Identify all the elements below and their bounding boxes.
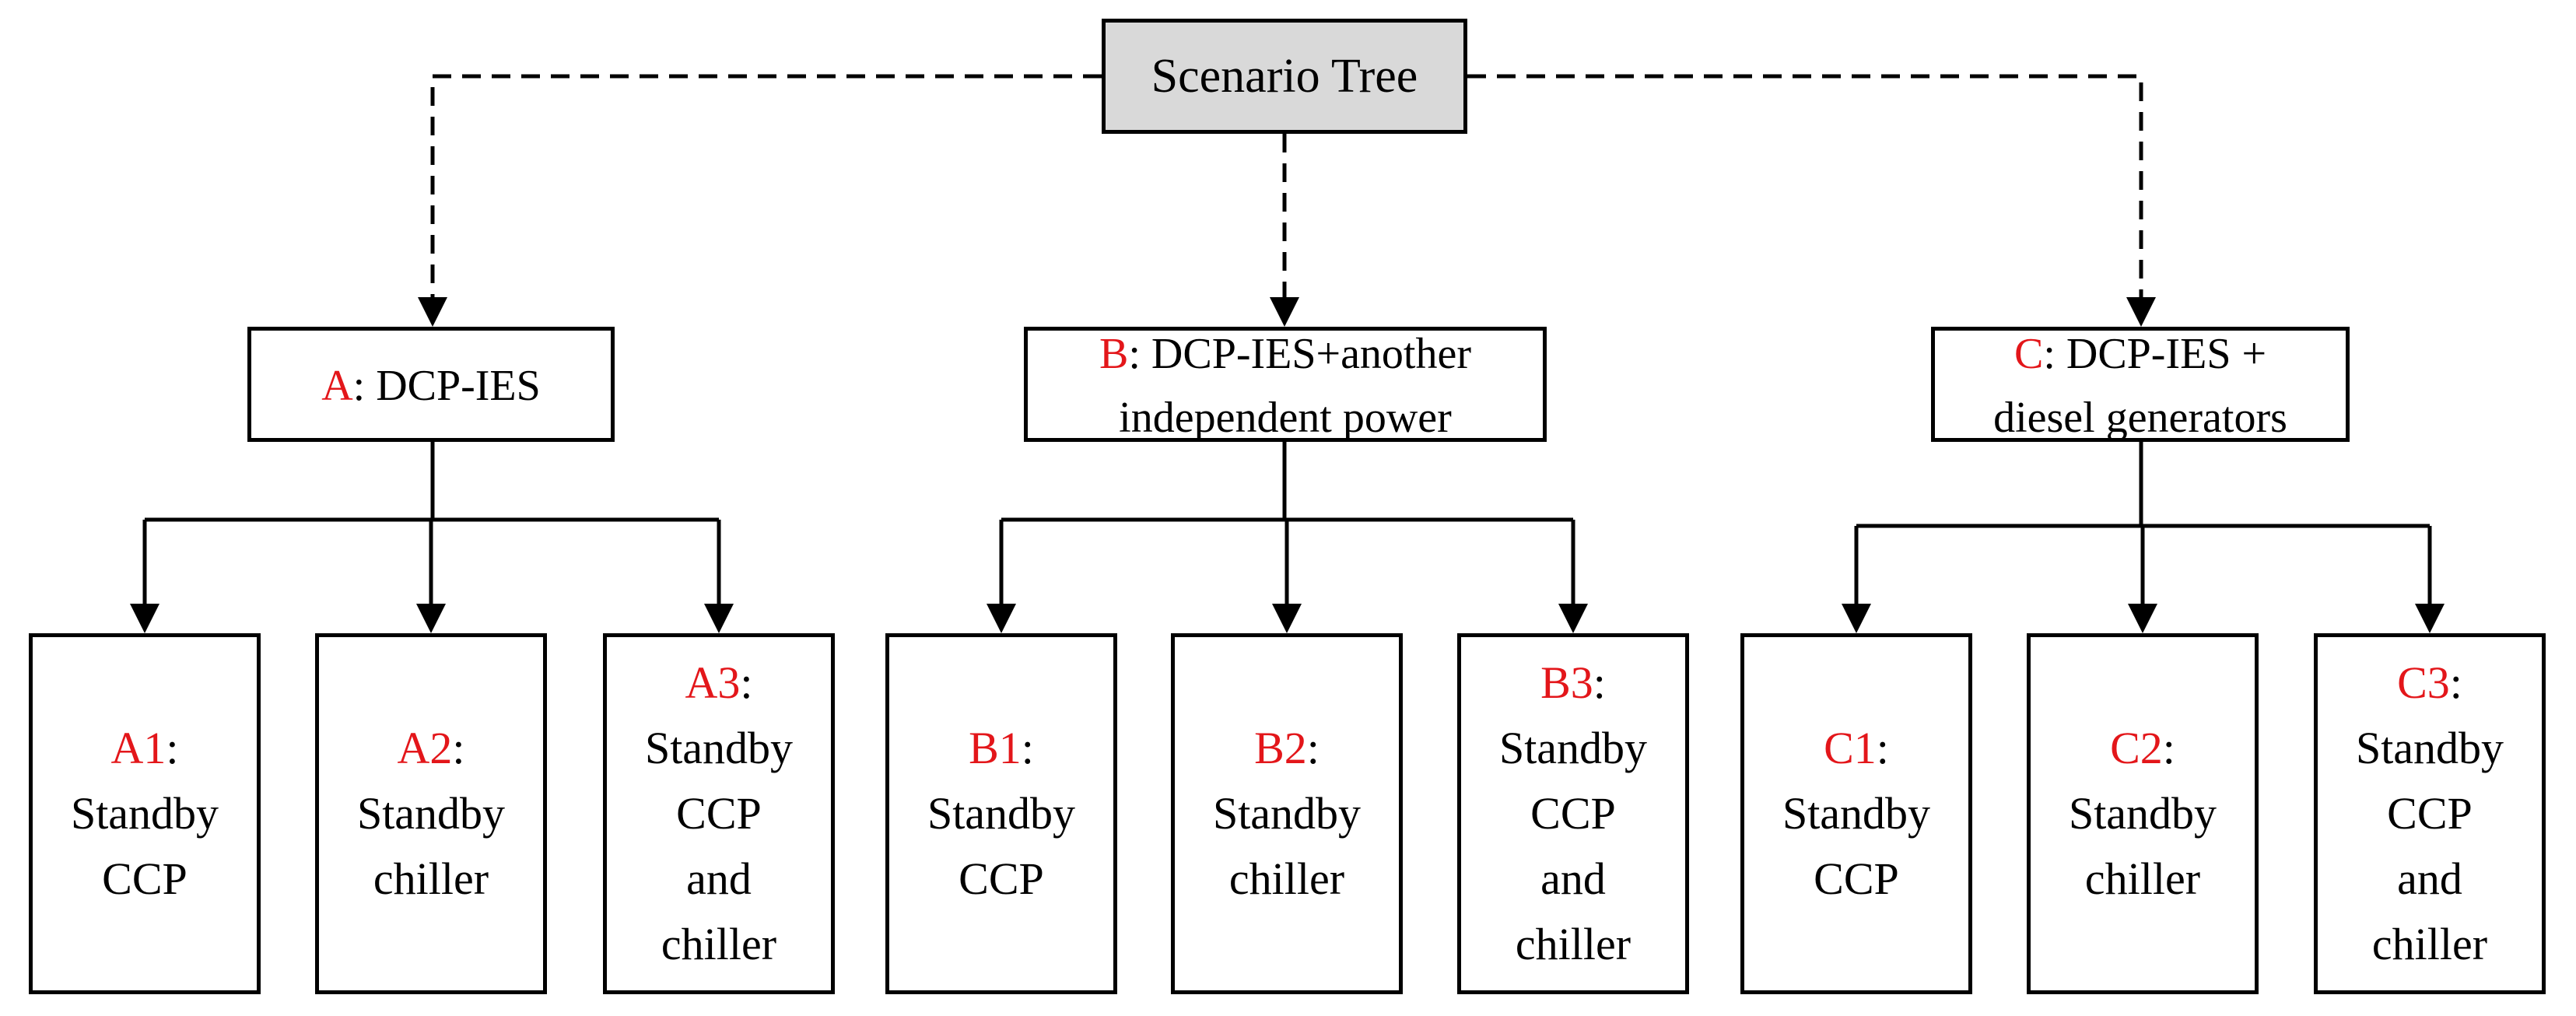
leaf-node-a3: A3: Standby CCP and chiller	[603, 633, 835, 994]
leaf-code: B2	[1254, 723, 1307, 773]
leaf-code: C3	[2397, 657, 2450, 708]
leaf-line: Standby	[2068, 788, 2217, 839]
leaf-node-c1: C1: Standby CCP	[1740, 633, 1972, 994]
leaf-line: chiller	[1228, 853, 1345, 904]
leaf-line: Standby	[1782, 788, 1931, 839]
leaf-line: and	[1540, 853, 1606, 904]
connector-root-to-c	[1467, 74, 2143, 300]
scenario-label-line-2: diesel generators	[1993, 394, 2287, 442]
arrowhead-icon	[418, 297, 447, 327]
leaf-line: Standby	[927, 788, 1076, 839]
leaf-line: and	[686, 853, 752, 904]
arrowhead-icon	[987, 604, 1016, 633]
leaf-node-b3: B3: Standby CCP and chiller	[1457, 633, 1689, 994]
scenario-label-line-2: independent power	[1119, 394, 1452, 442]
connector-root-to-a	[430, 74, 1102, 300]
scenario-label-line-1: : DCP-IES+another	[1128, 330, 1471, 378]
leaf-line: and	[2397, 853, 2462, 904]
arrowhead-icon	[2415, 604, 2445, 633]
arrowhead-icon	[416, 604, 446, 633]
leaf-line: CCP	[959, 853, 1044, 904]
scenario-label: : DCP-IES	[352, 362, 541, 410]
leaf-line: chiller	[661, 919, 777, 969]
leaf-line: chiller	[2371, 919, 2488, 969]
leaf-node-c2: C2: Standby chiller	[2027, 633, 2259, 994]
leaf-node-b2: B2: Standby chiller	[1171, 633, 1403, 994]
leaf-code: A1	[110, 723, 166, 773]
leaf-code: A3	[685, 657, 741, 708]
leaf-node-c3: C3: Standby CCP and chiller	[2314, 633, 2546, 994]
scenario-node-a: A: DCP-IES	[247, 327, 615, 442]
leaf-node-b1: B1: Standby CCP	[885, 633, 1117, 994]
leaf-line: Standby	[70, 788, 219, 839]
root-label: Scenario Tree	[1151, 49, 1418, 103]
leaf-line: Standby	[1212, 788, 1362, 839]
leaf-line: Standby	[356, 788, 506, 839]
arrowhead-icon	[1842, 604, 1871, 633]
scenario-code: A	[321, 362, 353, 410]
leaf-code: B3	[1540, 657, 1593, 708]
leaf-line: CCP	[1530, 788, 1616, 839]
leaf-line: chiller	[1515, 919, 1631, 969]
leaf-line: Standby	[2355, 723, 2504, 773]
leaf-node-a1: A1: Standby CCP	[29, 633, 261, 994]
arrowhead-icon	[2128, 604, 2157, 633]
scenario-label-line-1: : DCP-IES +	[2043, 330, 2267, 378]
arrowhead-icon	[130, 604, 159, 633]
arrowhead-icon	[1558, 604, 1588, 633]
leaf-code: C1	[1824, 723, 1877, 773]
leaf-line: CCP	[102, 853, 188, 904]
arrowhead-icon	[1272, 604, 1302, 633]
leaf-line: chiller	[2084, 853, 2201, 904]
leaf-code: B1	[969, 723, 1022, 773]
leaf-line: CCP	[2387, 788, 2473, 839]
leaf-line: CCP	[1814, 853, 1899, 904]
scenario-node-b: B: DCP-IES+another independent power	[1024, 327, 1547, 442]
root-node: Scenario Tree	[1102, 19, 1467, 134]
leaf-line: Standby	[1498, 723, 1648, 773]
scenario-code: B	[1099, 330, 1129, 378]
scenario-node-c: C: DCP-IES + diesel generators	[1931, 327, 2350, 442]
scenario-code: C	[2013, 330, 2044, 378]
leaf-code: A2	[397, 723, 453, 773]
leaf-line: CCP	[676, 788, 762, 839]
leaf-line: Standby	[644, 723, 794, 773]
arrowhead-icon	[2126, 297, 2156, 327]
arrowhead-icon	[704, 604, 734, 633]
leaf-node-a2: A2: Standby chiller	[315, 633, 547, 994]
leaf-line: chiller	[373, 853, 489, 904]
leaf-code: C2	[2110, 723, 2163, 773]
arrowhead-icon	[1270, 297, 1299, 327]
